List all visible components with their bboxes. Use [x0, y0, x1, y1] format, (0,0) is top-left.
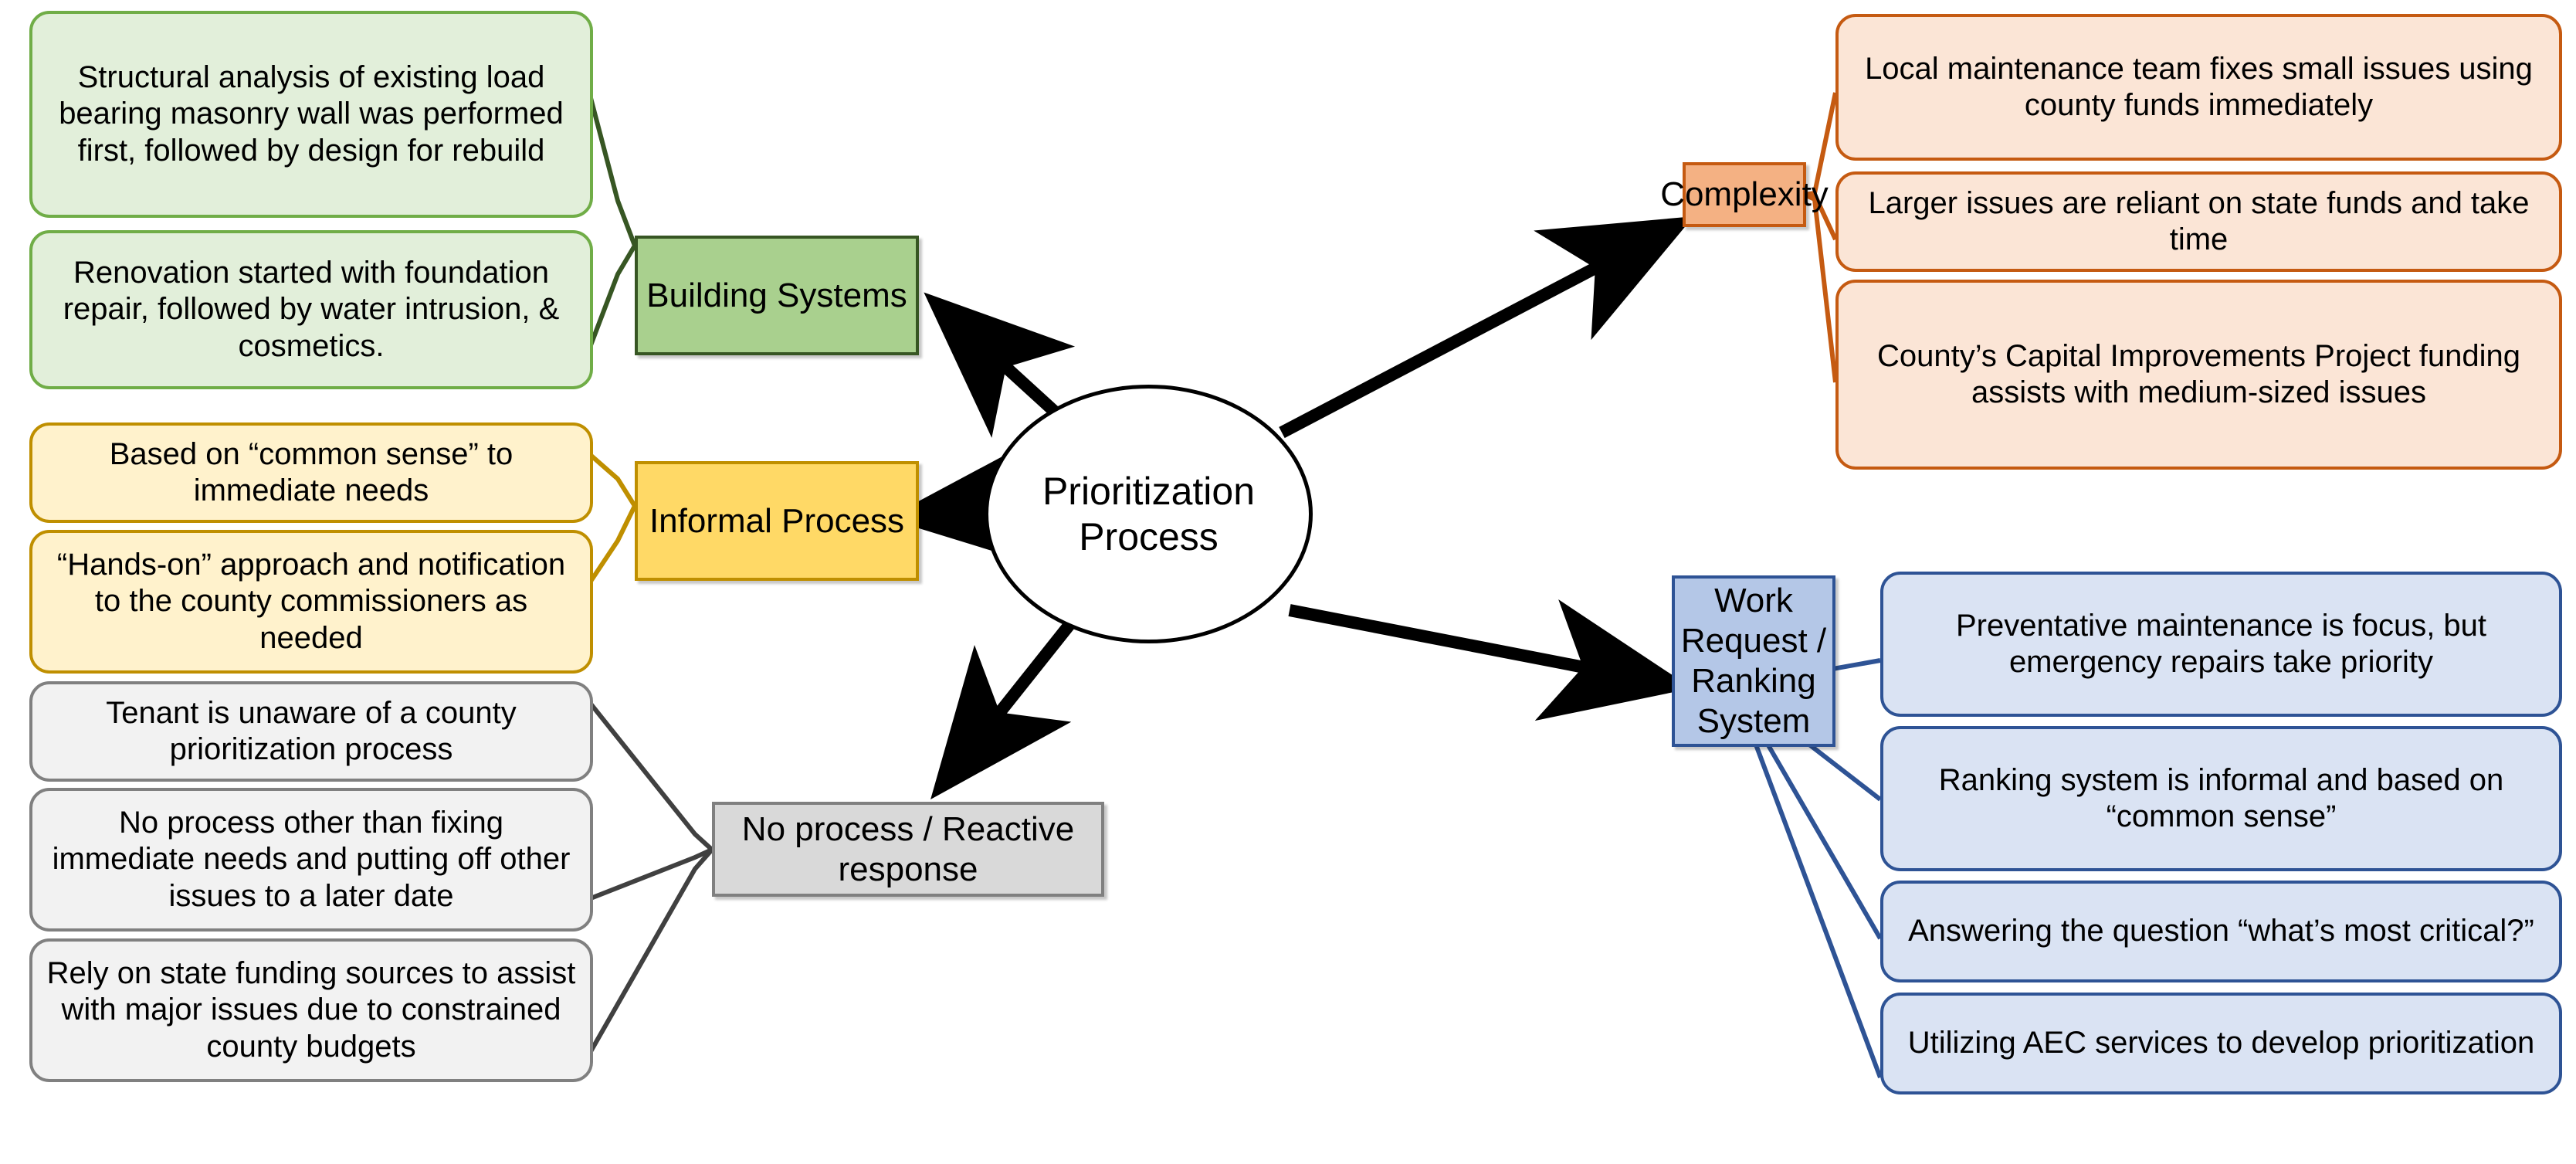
center-node-label: Prioritization Process — [1042, 469, 1256, 558]
leaf-work-request-3[interactable]: Answering the question “what’s most crit… — [1880, 881, 2562, 982]
leaf-complexity-3[interactable]: County’s Capital Improvements Project fu… — [1835, 280, 2562, 470]
leaf-no-process-3[interactable]: Rely on state funding sources to assist … — [29, 938, 593, 1082]
leaf-label: Preventative maintenance is focus, but e… — [1955, 608, 2487, 679]
center-node-prioritization-process[interactable]: Prioritization Process — [985, 385, 1313, 643]
leaf-work-request-2[interactable]: Ranking system is informal and based on … — [1880, 726, 2562, 871]
leaf-label: Rely on state funding sources to assist … — [46, 956, 576, 1064]
leaf-label: Tenant is unaware of a county prioritiza… — [106, 695, 517, 766]
leaf-label: Answering the question “what’s most crit… — [1908, 914, 2534, 949]
leaf-building-systems-2[interactable]: Renovation started with foundation repai… — [29, 230, 593, 389]
category-work-request-label: Work Request / Ranking System — [1680, 582, 1827, 740]
leaf-label: County’s Capital Improvements Project fu… — [1876, 338, 2520, 409]
category-no-process[interactable]: No process / Reactive response — [712, 802, 1104, 897]
arrow-to-no-process — [930, 606, 1086, 800]
arrow-to-complexity — [1279, 216, 1694, 439]
leaf-label: Utilizing AEC services to develop priori… — [1907, 1026, 2535, 1060]
connector-complexity — [1803, 92, 1838, 383]
connector-building-systems — [585, 83, 637, 357]
leaf-label: Based on “common sense” to immediate nee… — [109, 436, 514, 507]
leaf-no-process-2[interactable]: No process other than fixing immediate n… — [29, 788, 593, 932]
category-complexity-label: Complexity — [1660, 175, 1829, 214]
leaf-label: Renovation started with foundation repai… — [63, 256, 560, 363]
category-work-request[interactable]: Work Request / Ranking System — [1672, 575, 1835, 747]
leaf-informal-process-1[interactable]: Based on “common sense” to immediate nee… — [29, 423, 593, 523]
leaf-informal-process-2[interactable]: “Hands-on” approach and notification to … — [29, 530, 593, 674]
category-building-systems[interactable]: Building Systems — [635, 236, 919, 355]
category-building-systems-label: Building Systems — [646, 276, 907, 314]
leaf-label: Larger issues are reliant on state funds… — [1868, 185, 2530, 256]
arrow-to-work-request — [1288, 599, 1693, 721]
connector-informal-process — [585, 450, 637, 589]
leaf-work-request-1[interactable]: Preventative maintenance is focus, but e… — [1880, 572, 2562, 717]
category-no-process-label: No process / Reactive response — [741, 809, 1075, 888]
category-informal-process-label: Informal Process — [649, 501, 905, 540]
leaf-complexity-1[interactable]: Local maintenance team fixes small issue… — [1835, 14, 2562, 161]
category-informal-process[interactable]: Informal Process — [635, 461, 919, 581]
leaf-work-request-4[interactable]: Utilizing AEC services to develop priori… — [1880, 993, 2562, 1094]
leaf-building-systems-1[interactable]: Structural analysis of existing load bea… — [29, 11, 593, 218]
leaf-complexity-2[interactable]: Larger issues are reliant on state funds… — [1835, 171, 2562, 272]
connector-no-process — [585, 697, 714, 1060]
leaf-label: Ranking system is informal and based on … — [1938, 762, 2504, 833]
leaf-label: Local maintenance team fixes small issue… — [1865, 51, 2533, 122]
category-complexity[interactable]: Complexity — [1660, 162, 1829, 227]
leaf-label: Structural analysis of existing load bea… — [59, 60, 564, 168]
leaf-no-process-1[interactable]: Tenant is unaware of a county prioritiza… — [29, 681, 593, 782]
leaf-label: No process other than fixing immediate n… — [52, 806, 571, 913]
leaf-label: “Hands-on” approach and notification to … — [56, 548, 566, 655]
